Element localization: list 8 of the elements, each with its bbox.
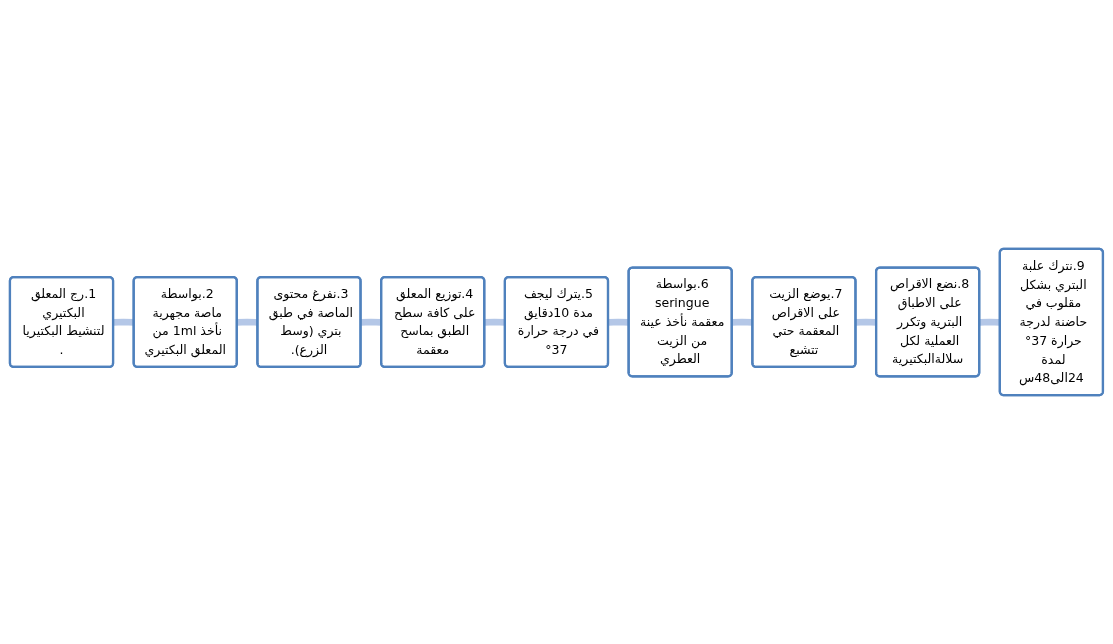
connector <box>855 318 877 326</box>
connector <box>484 318 506 326</box>
connector <box>979 318 1001 326</box>
connector <box>608 318 630 326</box>
connector <box>732 318 753 326</box>
connector <box>237 318 258 326</box>
connector <box>360 318 382 326</box>
connector <box>113 318 135 326</box>
